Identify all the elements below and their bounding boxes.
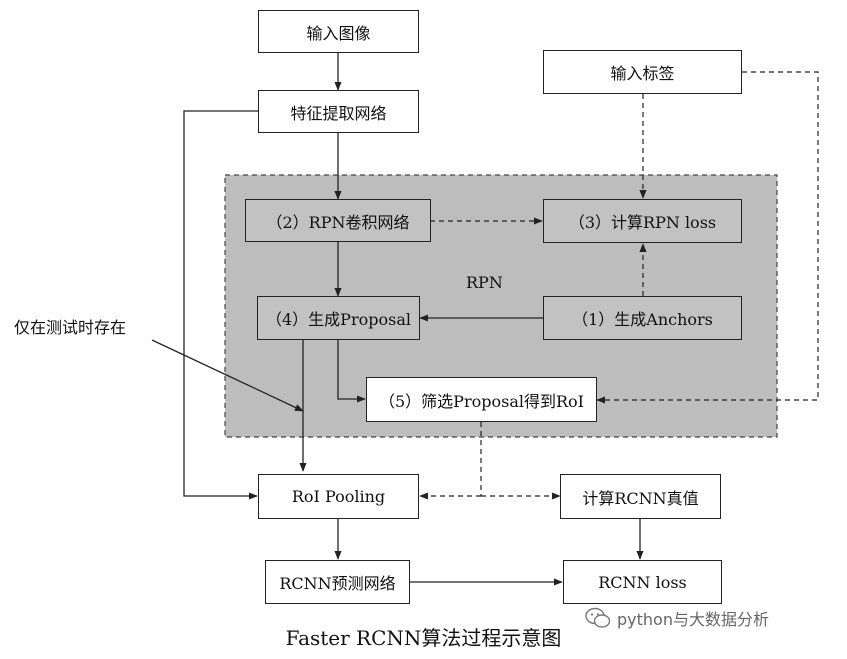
edge-proposal-to-filter: [337, 340, 366, 403]
node-rcnn-target: 计算RCNN真值: [560, 474, 721, 519]
node-generate-anchors: （1）生成Anchors: [543, 296, 742, 340]
node-input-labels: 输入标签: [543, 50, 742, 94]
figure-caption: Faster RCNN算法过程示意图: [285, 626, 562, 650]
node-input-image: 输入图像: [258, 10, 419, 53]
node-generate-proposal: （4）生成Proposal: [257, 296, 420, 340]
node-feature-extraction: 特征提取网络: [258, 90, 419, 133]
node-rcnn-loss: RCNN loss: [563, 560, 722, 604]
node-rcnn-prediction-net: RCNN预测网络: [265, 560, 410, 604]
edge-features-to-roi-pooling: [183, 110, 258, 500]
node-filter-proposal-roi: （5）筛选Proposal得到RoI: [366, 377, 597, 422]
watermark-text: python与大数据分析: [617, 610, 769, 629]
wechat-icon: [585, 607, 611, 628]
node-rpn-loss: （3）计算RPN loss: [543, 199, 742, 243]
edge-test-only-pointer: [151, 339, 304, 412]
node-rpn-conv: （2）RPN卷积网络: [245, 199, 431, 242]
watermark: python与大数据分析: [585, 606, 769, 630]
test-only-label: 仅在测试时存在: [14, 318, 127, 337]
node-roi-pooling: RoI Pooling: [258, 474, 419, 519]
edge-labels-to-filter: [596, 71, 819, 404]
rpn-region-label: RPN: [466, 273, 503, 292]
